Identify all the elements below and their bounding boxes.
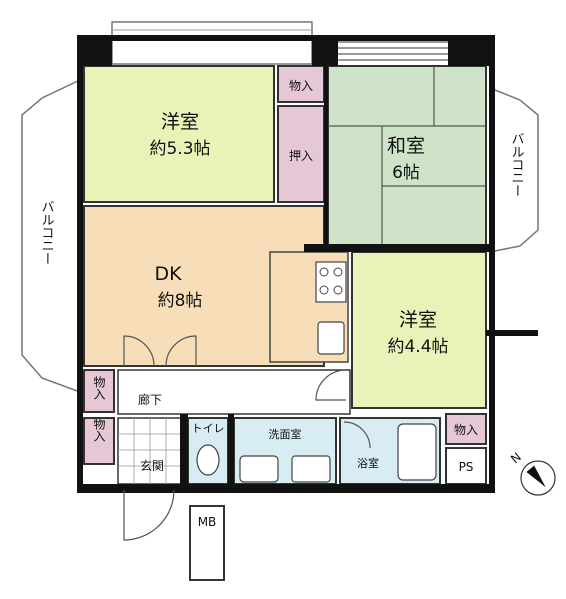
entrance-tiles xyxy=(118,418,182,484)
east-room-door xyxy=(315,369,347,401)
tatami-lines xyxy=(328,66,486,246)
western-room-5-3 xyxy=(83,65,275,203)
storage-left-2 xyxy=(83,417,115,465)
washitsu-name: 和室 xyxy=(387,135,425,157)
storage-right xyxy=(445,413,487,445)
storage-left-1 xyxy=(83,369,115,413)
western-room-4-4-size: 約4.4帖 xyxy=(387,337,448,357)
western-room-5-3-size: 約5.3帖 xyxy=(149,139,210,159)
kitchen-sink xyxy=(317,321,345,355)
western-room-4-4 xyxy=(351,251,487,409)
storage-left-1-label: 物入 xyxy=(92,376,106,400)
washitsu-size: 6帖 xyxy=(392,163,420,183)
washroom-label: 洗面室 xyxy=(269,427,302,441)
mb-box xyxy=(189,505,225,581)
oshiire-label: 押入 xyxy=(289,149,313,163)
bathtub xyxy=(397,423,437,481)
storage-top-label: 物入 xyxy=(289,79,313,93)
washing-machine xyxy=(291,455,331,483)
washitsu-window xyxy=(338,41,448,61)
compass-icon xyxy=(520,460,556,496)
storage-left-2-label: 物入 xyxy=(92,418,106,442)
bathroom-label: 浴室 xyxy=(357,456,379,470)
hallway-label: 廊下 xyxy=(138,392,162,407)
western-room-5-3-name: 洋室 xyxy=(161,111,199,133)
ps-label: PS xyxy=(459,460,474,474)
wall-blocks xyxy=(80,38,538,490)
dk-size: 約8帖 xyxy=(158,291,203,311)
compass-label: N xyxy=(508,450,524,466)
mb-label: MB xyxy=(198,515,217,529)
dk-name: DK xyxy=(154,263,182,285)
left-balcony-label: バルコニー xyxy=(39,200,55,265)
top-balcony xyxy=(111,21,313,65)
toilet-label: トイレ xyxy=(192,422,225,435)
dk-door-2 xyxy=(165,335,197,367)
toilet-bowl xyxy=(196,444,220,476)
storage-right-label: 物入 xyxy=(454,423,478,437)
bath-door xyxy=(343,421,371,449)
entrance-label: 玄関 xyxy=(140,458,164,473)
dk-door xyxy=(123,335,155,367)
western-room-4-4-name: 洋室 xyxy=(399,309,437,331)
right-balcony-label: バルコニー xyxy=(509,132,525,197)
wash-basin xyxy=(239,455,279,483)
stove xyxy=(315,261,347,303)
oshiire-closet xyxy=(277,105,325,203)
front-door xyxy=(123,489,175,541)
hallway xyxy=(117,369,351,415)
washitsu-room xyxy=(327,65,487,247)
